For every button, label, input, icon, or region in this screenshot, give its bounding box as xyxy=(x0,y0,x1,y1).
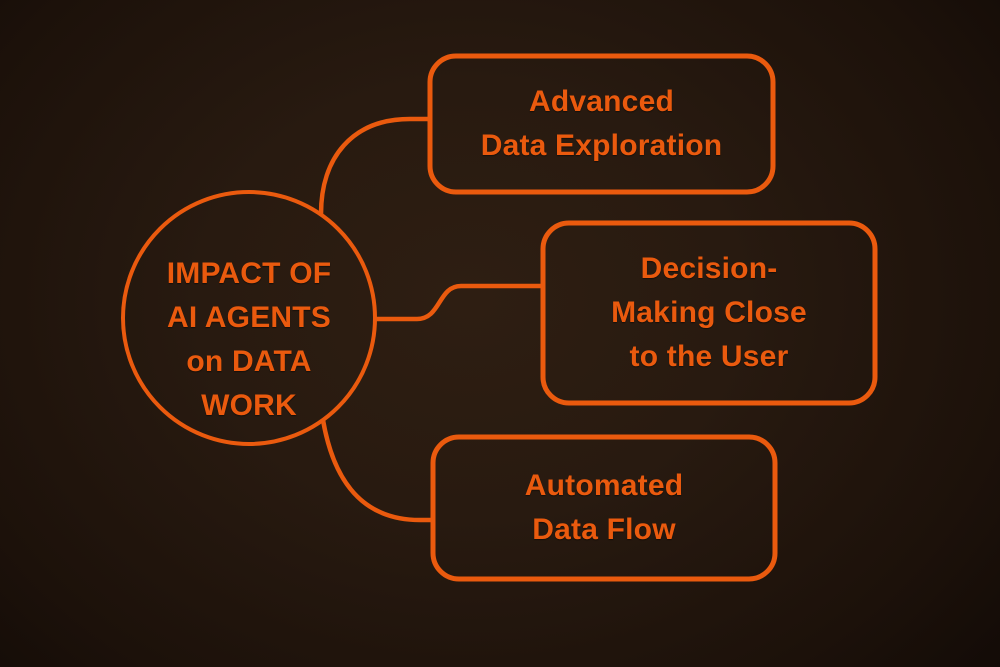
node-box-automated-data-flow xyxy=(430,434,778,582)
node-box-advanced-data-exploration xyxy=(427,53,776,195)
connector-automated-data-flow xyxy=(320,419,433,523)
node-box-decision-making-close-to-the-user xyxy=(540,220,878,406)
connector-decision-making-close-to-the-user xyxy=(375,283,543,322)
connector-advanced-data-exploration xyxy=(318,116,430,215)
center-node-circle xyxy=(121,190,377,446)
